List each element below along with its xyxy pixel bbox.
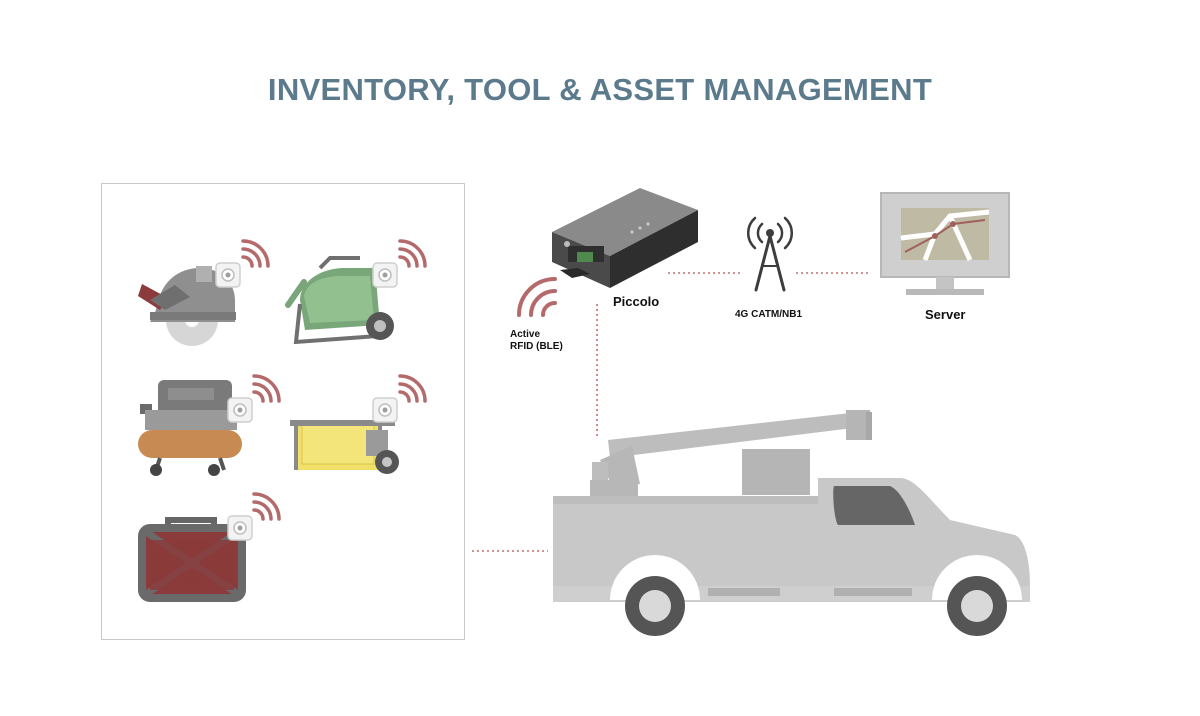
gateway-label: Piccolo	[613, 294, 660, 309]
toolbox-icon	[138, 517, 246, 602]
rfid-label-line1: Active	[510, 329, 541, 340]
cell-tower-icon	[746, 216, 794, 292]
air-compressor-icon	[138, 380, 242, 476]
signal-waves-icon	[398, 239, 427, 268]
rfid-label-line2: RFID (BLE)	[510, 341, 563, 352]
rfid-tag-icon	[227, 515, 253, 541]
lawn-mower-icon	[285, 256, 394, 345]
rfid-tag-icon	[372, 397, 398, 423]
generator-icon	[290, 420, 399, 474]
link-lines	[472, 272, 870, 552]
rfid-tag-icon	[227, 397, 253, 423]
cellular-label: 4G CATM/NB1	[735, 309, 803, 320]
rfid-tag-icon	[372, 262, 398, 288]
signal-waves-icon	[252, 374, 281, 403]
signal-waves-icon	[252, 492, 281, 521]
monitor-map-icon	[880, 192, 1010, 295]
signal-waves-icon	[241, 239, 270, 268]
page-title: INVENTORY, TOOL & ASSET MANAGEMENT	[267, 72, 933, 107]
tools-panel	[101, 183, 465, 640]
bucket-truck-icon	[553, 410, 1030, 636]
rfid-signal-icon	[517, 277, 557, 317]
signal-waves-icon	[398, 374, 427, 403]
server-label: Server	[925, 307, 966, 322]
rfid-tag-icon	[215, 262, 241, 288]
gateway-device-icon	[552, 188, 698, 288]
rfid-label: Active RFID (BLE)	[510, 329, 563, 353]
circular-saw-icon	[138, 266, 236, 346]
